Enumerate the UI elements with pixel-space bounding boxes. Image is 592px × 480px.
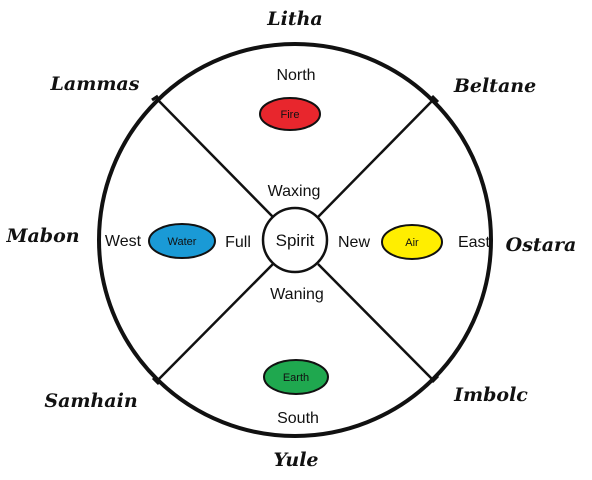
festival-imbolc: Imbolc: [453, 384, 528, 406]
direction-south: South: [277, 410, 319, 427]
festival-samhain: Samhain: [44, 390, 137, 412]
festival-lammas: Lammas: [50, 73, 140, 95]
outer-circle: [97, 42, 493, 438]
fire-oval: [259, 97, 321, 131]
spirit-label: Spirit: [276, 231, 315, 250]
earth-label: Earth: [283, 372, 309, 384]
divider-northeast: [317, 98, 435, 218]
water-oval: [148, 223, 216, 259]
fire-label: Fire: [281, 109, 300, 121]
festival-litha: Litha: [266, 8, 322, 30]
moon-phase-waning: Waning: [270, 286, 324, 303]
direction-north: North: [276, 67, 315, 84]
tick-northeast: [430, 94, 440, 104]
divider-northwest: [156, 98, 274, 218]
moon-phase-waxing: Waxing: [268, 183, 321, 200]
direction-east: East: [458, 234, 491, 251]
air-oval: [381, 224, 443, 260]
direction-west: West: [105, 233, 142, 250]
tick-southwest: [151, 376, 161, 386]
tick-northwest: [151, 94, 159, 102]
water-label: Water: [168, 236, 197, 248]
festival-ostara: Ostara: [506, 234, 577, 256]
festival-yule: Yule: [273, 449, 318, 471]
air-label: Air: [405, 237, 419, 249]
festival-beltane: Beltane: [453, 75, 536, 97]
divider-southwest: [156, 263, 274, 382]
festival-mabon: Mabon: [5, 225, 79, 247]
moon-phase-full: Full: [225, 234, 251, 251]
earth-oval: [263, 359, 329, 395]
spirit-circle: [261, 206, 329, 274]
divider-southeast: [317, 263, 435, 382]
moon-phase-new: New: [338, 234, 370, 251]
